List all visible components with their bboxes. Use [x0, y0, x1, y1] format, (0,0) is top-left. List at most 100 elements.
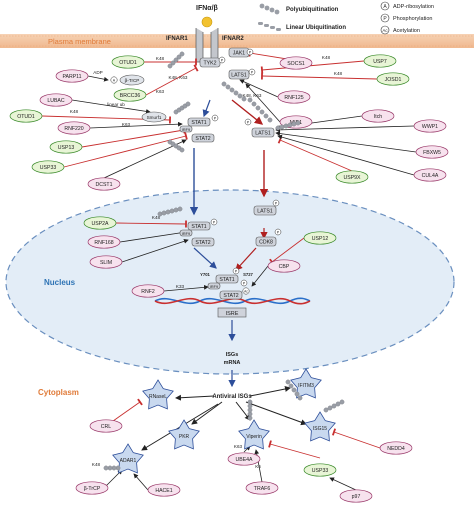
phospho-badge-6: P — [272, 199, 280, 207]
legend-phosphorylation: Phosphorylation — [393, 16, 432, 22]
regulator-label-socs1: SOCS1 — [287, 61, 305, 67]
regulator-label-josd1: JOSD1 — [385, 77, 402, 83]
edge-label-k48-otud1: K48 — [156, 56, 165, 61]
regulator-label-rnf220: RNF220 — [64, 126, 83, 132]
regulator-label-otud1-a: OTUD1 — [119, 60, 137, 66]
regulator-usp12: USP12 — [303, 231, 337, 245]
mrna-label: mRNA — [224, 360, 241, 366]
ubiquitin-chains — [103, 51, 345, 471]
regulator-label-p97: p97 — [352, 494, 361, 500]
plasma-membrane-label: Plasma membrane — [48, 37, 111, 46]
regulator-label-otud1-b: OTUD1 — [17, 114, 35, 120]
phospho-badge-9: P — [240, 279, 248, 287]
regulator-label-wwp1: WWP1 — [422, 124, 438, 130]
protein-label-lats1-mid: LATS1 — [255, 131, 271, 137]
regulator-usp9x: USP9X — [335, 170, 369, 184]
protein-irf9c: IRF9 — [207, 282, 221, 290]
protein-irf9a: IRF9 — [179, 125, 193, 133]
regulator-label-lubac: LUBAC — [47, 98, 65, 104]
activation-line-3 — [103, 139, 187, 179]
ub-chain-3 — [173, 101, 191, 115]
adp-badge — [110, 76, 118, 84]
btrcp-membrane-label: β-TrCP — [125, 78, 140, 83]
protein-stat2b: STAT2 — [191, 237, 215, 247]
ifnar1-label: IFNAR1 — [166, 36, 188, 42]
ifnar1-receptor — [195, 28, 204, 63]
phospho-badge-label-7: P — [277, 231, 280, 235]
legend-polyubiquitination: Polyubiquitination — [286, 7, 339, 13]
protein-label-tyk2: TYK2 — [204, 61, 217, 67]
regulator-label-cul4a: CUL4A — [422, 173, 439, 179]
phospho-badge-label-3: P — [214, 117, 217, 121]
protein-irf9b: IRF9 — [179, 229, 193, 237]
isg-rnasel: RNaseL — [142, 379, 174, 410]
isg-arrow-0 — [175, 394, 215, 401]
protein-label-stat2c: STAT2 — [223, 293, 238, 299]
inhibition-line-10 — [269, 237, 305, 266]
activation-line-11 — [121, 238, 189, 263]
phospho-badge-2: P — [248, 68, 256, 76]
protein-lats1-nuc: LATS1 — [253, 205, 277, 216]
regulator-label-usp12: USP12 — [312, 236, 329, 242]
regulator-lubac: LUBAC — [39, 93, 73, 107]
activation-line-7 — [275, 125, 415, 133]
regulator-parp11: PARP11 — [55, 69, 89, 83]
edge-label-k63-ube4a: K63 — [234, 444, 243, 449]
regulator-p97: p97 — [339, 489, 373, 503]
phospho-badge-label-0: P — [221, 59, 224, 63]
regulator-label-crl: CRL — [101, 424, 111, 430]
edge-label-k48-btrcp: K48 — [92, 462, 101, 467]
regulation-lines — [41, 49, 417, 491]
activation-line-8 — [275, 131, 417, 153]
protein-stat1a: STAT1 — [187, 117, 211, 127]
regulator-nedd4: NEDD4 — [379, 441, 413, 455]
protein-label-stat2b: STAT2 — [195, 240, 210, 246]
isg-label-viperin: Viperin — [246, 434, 262, 440]
regulator-nodes: OTUD1PARP11BRCC36LUBACOTUD1RNF220USP13US… — [9, 54, 449, 503]
regulator-otud1-b: OTUD1 — [9, 109, 43, 123]
ub-chain-2 — [167, 139, 185, 153]
acetylation-icon — [380, 25, 390, 35]
isg-label-pkr: PKR — [179, 434, 190, 440]
edge-label-k33-rnf2: K33 — [176, 284, 185, 289]
regulator-hace1: HACE1 — [147, 483, 181, 497]
protein-stat1c: STAT1 — [215, 274, 239, 284]
ub-chain-10 — [103, 465, 121, 471]
ub-chain-5 — [275, 120, 301, 131]
regulator-label-usp33-b: USP33 — [312, 468, 329, 474]
protein-label-cdk8: CDK8 — [259, 240, 273, 246]
protein-lats1-top: LATS1 — [228, 69, 250, 80]
activation-line-1 — [71, 99, 151, 114]
edge-label-k48-k63-tyk2: K48, K63 — [169, 75, 188, 80]
svg-text:P: P — [383, 16, 387, 22]
regulator-slim: SLIM — [89, 255, 123, 269]
regulator-label-brcc36: BRCC36 — [120, 93, 141, 99]
regulator-usp33-a: USP33 — [31, 160, 65, 174]
edge-label-k6-traf6: K6 — [255, 464, 261, 469]
phospho-badge-label-5: P — [213, 221, 216, 225]
regulator-rnf220: RNF220 — [57, 121, 91, 135]
activation-line-15 — [133, 473, 149, 491]
isg-isg15: ISG15 — [304, 411, 336, 442]
regulator-brcc36: BRCC36 — [113, 88, 147, 102]
regulator-label-usp7: USP7 — [373, 59, 387, 65]
phospho-badge-label-9: P — [243, 282, 246, 286]
ifnar2-receptor — [210, 28, 219, 63]
inhibition-line-9 — [115, 220, 187, 228]
regulator-wwp1: WWP1 — [413, 119, 447, 133]
regulator-crl: CRL — [89, 419, 123, 433]
edge-label-linear-ub: linear ub — [107, 102, 125, 107]
regulator-label-itch: Itch — [374, 114, 382, 120]
phospho-badge-4: P — [244, 118, 252, 126]
phospho-badge-7: P — [274, 228, 282, 236]
legend-adp-ribosylation: ADP-ribosylation — [393, 4, 434, 10]
regulator-itch: Itch — [361, 109, 395, 123]
isgs-label: ISGs — [226, 352, 239, 358]
isg-arrow-2 — [191, 401, 223, 425]
phospho-badge-label-6: P — [275, 202, 278, 206]
ub-chain-8 — [323, 399, 345, 413]
protein-cdk8: CDK8 — [255, 236, 277, 247]
